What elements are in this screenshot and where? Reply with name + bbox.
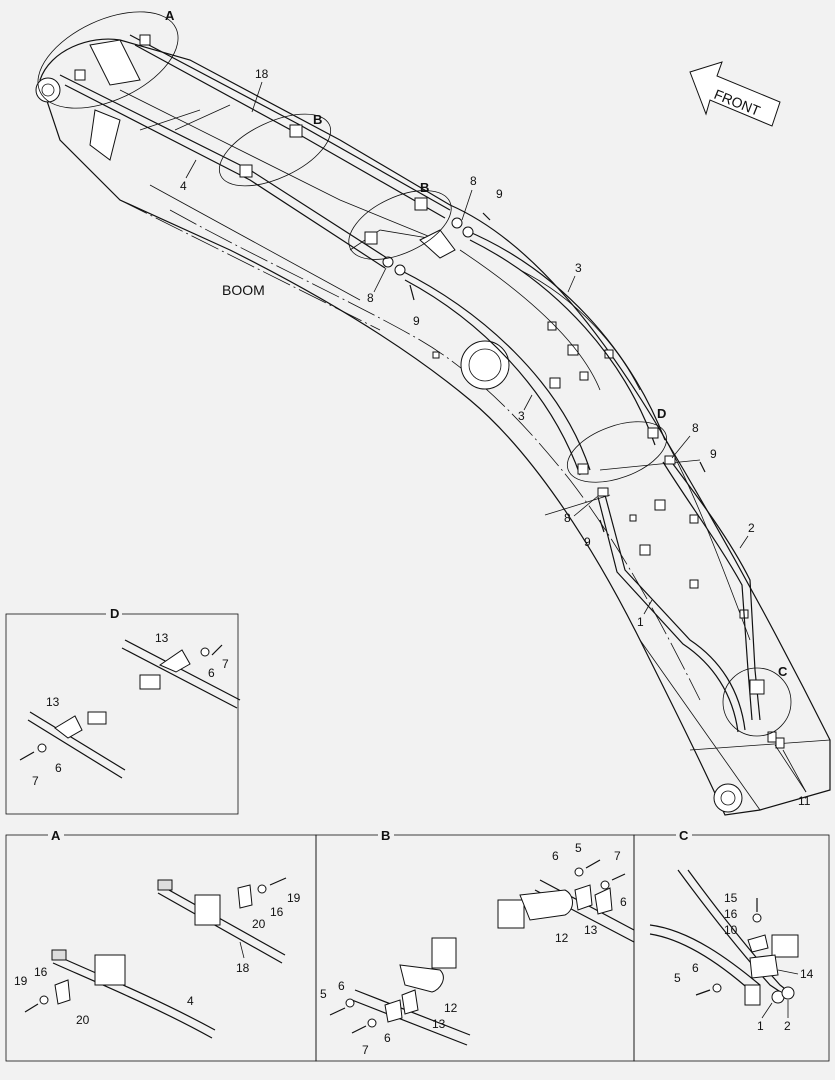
detail-b: B 5 6 7 6 12 13 5 6 12 13 7 6 [315,828,635,1062]
detail-a-title: A [51,828,61,843]
detail-d: D 13 6 7 13 6 7 [5,606,241,815]
b-label-6t: 6 [552,849,559,863]
b-label-12t: 12 [555,931,569,945]
b-label-5b: 5 [320,987,327,1001]
c-label-1: 1 [757,1019,764,1033]
boom-assembly [35,38,831,816]
callout-a: A [165,8,175,23]
label-9c: 9 [710,447,717,461]
boom-pipes [59,34,761,733]
detail-c-title: C [679,828,689,843]
label-4: 4 [180,179,187,193]
boom-fittings [74,34,785,749]
d-label-13b: 13 [46,695,60,709]
front-arrow: FRONT [689,61,781,127]
b-label-13b: 13 [432,1017,446,1031]
callout-c: C [778,664,788,679]
c-label-5: 5 [674,971,681,985]
label-8b: 8 [367,291,374,305]
c-label-10: 10 [724,923,738,937]
d-label-7b: 7 [32,774,39,788]
b-label-13t: 13 [584,923,598,937]
b-label-7t: 7 [614,849,621,863]
b-label-7b: 7 [362,1043,369,1057]
label-9a: 9 [496,187,503,201]
label-8a: 8 [470,174,477,188]
c-label-2: 2 [784,1019,791,1033]
a-label-19t: 19 [287,891,301,905]
b-label-6tb: 6 [620,895,627,909]
a-label-18: 18 [236,961,250,975]
callout-b-2: B [420,180,429,195]
b-label-5t: 5 [575,841,582,855]
boom-label: BOOM [222,282,265,298]
label-3a: 3 [575,261,582,275]
label-8d: 8 [564,511,571,525]
a-label-20b: 20 [76,1013,90,1027]
c-label-6: 6 [692,961,699,975]
callout-b-1: B [313,112,322,127]
detail-d-title: D [110,606,119,621]
d-label-6a: 6 [208,666,215,680]
a-label-16t: 16 [270,905,284,919]
a-label-20t: 20 [252,917,266,931]
label-1: 1 [637,615,644,629]
b-label-6b: 6 [338,979,345,993]
b-label-6bb: 6 [384,1031,391,1045]
callout-circles [37,11,792,737]
a-label-19b: 19 [14,974,28,988]
d-label-7a: 7 [222,657,229,671]
callout-d: D [657,406,666,421]
a-label-16b: 16 [34,965,48,979]
label-11: 11 [798,794,811,808]
b-label-12b: 12 [444,1001,458,1015]
d-label-13a: 13 [155,631,169,645]
label-2: 2 [748,521,755,535]
c-label-14: 14 [800,967,814,981]
detail-a: A 19 16 20 18 19 16 20 4 [5,828,317,1062]
a-label-4: 4 [187,994,194,1008]
label-8c: 8 [692,421,699,435]
d-label-6b: 6 [55,761,62,775]
label-9b: 9 [413,314,420,328]
detail-c: C 15 16 10 14 5 6 1 2 [633,828,830,1062]
detail-b-title: B [381,828,390,843]
label-3b: 3 [518,409,525,423]
label-9d: 9 [584,535,591,549]
c-label-15: 15 [724,891,738,905]
label-18: 18 [255,67,269,81]
c-label-16: 16 [724,907,738,921]
